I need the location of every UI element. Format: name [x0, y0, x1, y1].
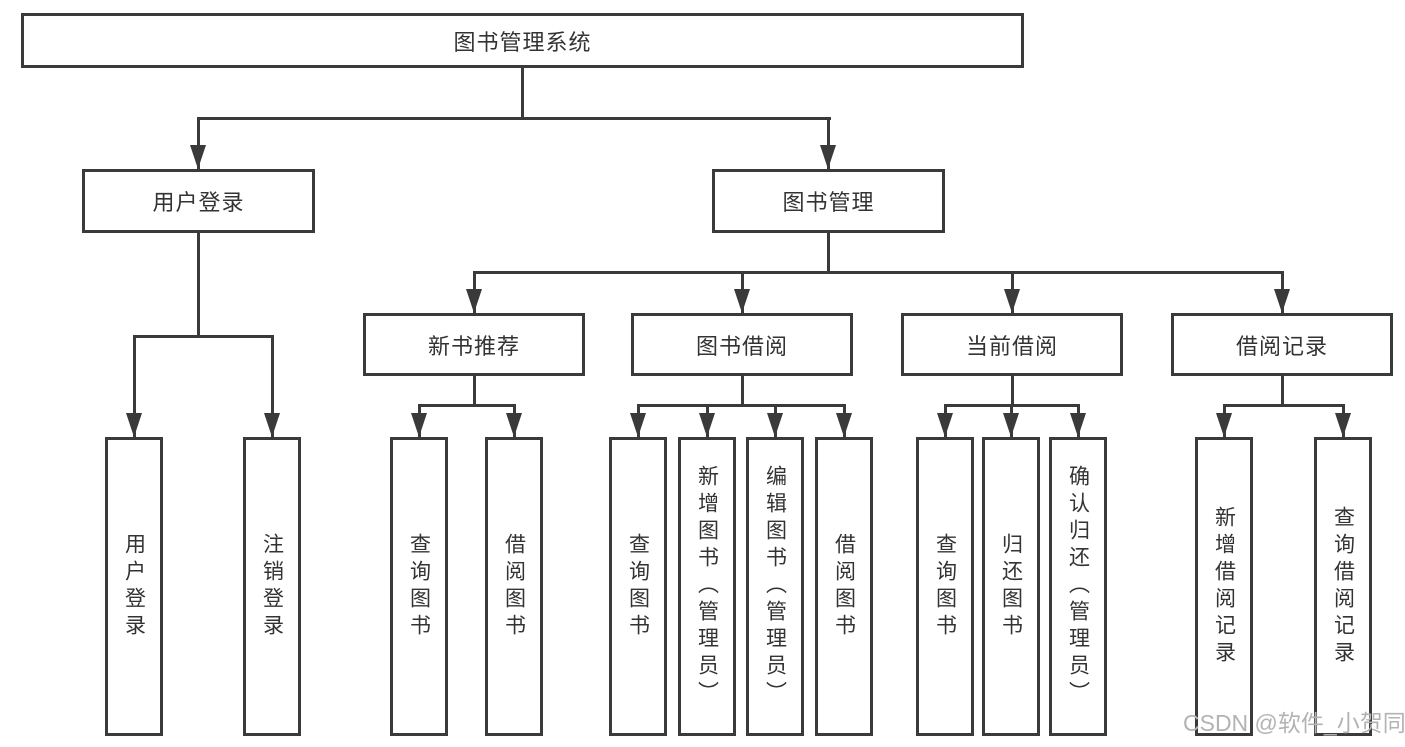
arrow-down-icon [1003, 413, 1019, 437]
leaf-confirm-return-admin-label: 确认归还（管理员） [1066, 465, 1090, 708]
node-user-login-label: 用户登录 [152, 190, 245, 215]
connector-line [473, 271, 1283, 274]
arrow-down-icon [820, 145, 836, 169]
leaf-confirm-return-admin: 确认归还（管理员） [1049, 437, 1107, 736]
leaf-user-login: 用户登录 [105, 437, 163, 736]
leaf-add-book-admin-label: 新增图书（管理员） [695, 465, 719, 708]
leaf-query-books-current: 查询图书 [916, 437, 974, 736]
connector-line [271, 335, 274, 437]
arrow-down-icon [126, 413, 142, 437]
arrow-down-icon [190, 145, 206, 169]
arrow-down-icon [1335, 413, 1351, 437]
arrow-down-icon [506, 413, 522, 437]
node-book-management-label: 图书管理 [782, 190, 875, 215]
connector-line [827, 117, 830, 169]
arrow-down-icon [630, 413, 646, 437]
connector-line [418, 404, 515, 407]
leaf-add-borrow-record: 新增借阅记录 [1195, 437, 1253, 736]
connector-line [521, 68, 524, 118]
leaf-add-book-admin: 新增图书（管理员） [678, 437, 736, 736]
leaf-query-borrow-record: 查询借阅记录 [1314, 437, 1372, 736]
leaf-add-borrow-record-label: 新增借阅记录 [1212, 505, 1236, 668]
arrow-down-icon [1070, 413, 1086, 437]
connector-line [827, 233, 830, 273]
connector-line [473, 376, 476, 406]
leaf-query-books-recommend-label: 查询图书 [407, 532, 431, 641]
leaf-edit-book-admin: 编辑图书（管理员） [746, 437, 804, 736]
connector-line [637, 404, 845, 407]
leaf-borrow-books-recommend-label: 借阅图书 [502, 532, 526, 641]
connector-line [1223, 404, 1344, 407]
leaf-logout-label: 注销登录 [260, 532, 284, 641]
node-borrow-records: 借阅记录 [1171, 313, 1393, 376]
arrow-down-icon [264, 413, 280, 437]
leaf-user-login-label: 用户登录 [122, 532, 146, 641]
arrow-down-icon [699, 413, 715, 437]
leaf-edit-book-admin-label: 编辑图书（管理员） [763, 465, 787, 708]
watermark: CSDN @软件_小贺同学 [1183, 710, 1405, 736]
connector-line [1281, 376, 1284, 406]
arrow-down-icon [1004, 289, 1020, 313]
connector-line [133, 335, 273, 338]
node-root: 图书管理系统 [21, 13, 1024, 68]
arrow-down-icon [836, 413, 852, 437]
leaf-query-books-recommend: 查询图书 [390, 437, 448, 736]
leaf-logout: 注销登录 [243, 437, 301, 736]
arrow-down-icon [466, 289, 482, 313]
node-new-book-recommend-label: 新书推荐 [427, 333, 520, 359]
leaf-borrow-books-label: 借阅图书 [832, 532, 856, 641]
node-borrow-records-label: 借阅记录 [1235, 333, 1328, 359]
node-book-management: 图书管理 [712, 169, 945, 233]
connector-line [1011, 376, 1014, 406]
node-book-borrow: 图书借阅 [631, 313, 853, 376]
arrow-down-icon [937, 413, 953, 437]
connector-line [133, 335, 136, 437]
node-current-borrow: 当前借阅 [901, 313, 1123, 376]
node-new-book-recommend: 新书推荐 [363, 313, 585, 376]
arrow-down-icon [767, 413, 783, 437]
node-user-login: 用户登录 [82, 169, 315, 233]
leaf-query-books-borrow: 查询图书 [609, 437, 667, 736]
leaf-query-books-borrow-label: 查询图书 [626, 532, 650, 641]
leaf-query-books-current-label: 查询图书 [933, 532, 957, 641]
connector-line [741, 376, 744, 406]
arrow-down-icon [411, 413, 427, 437]
node-current-borrow-label: 当前借阅 [965, 333, 1058, 359]
node-book-borrow-label: 图书借阅 [695, 333, 788, 359]
leaf-return-book: 归还图书 [982, 437, 1040, 736]
connector-line [197, 117, 831, 120]
leaf-return-book-label: 归还图书 [999, 532, 1023, 641]
leaf-borrow-books: 借阅图书 [815, 437, 873, 736]
arrow-down-icon [1216, 413, 1232, 437]
leaf-borrow-books-recommend: 借阅图书 [485, 437, 543, 736]
arrow-down-icon [1274, 289, 1290, 313]
arrow-down-icon [734, 289, 750, 313]
connector-line [197, 117, 200, 169]
node-root-label: 图书管理系统 [453, 29, 592, 55]
leaf-query-borrow-record-label: 查询借阅记录 [1331, 505, 1355, 668]
connector-line [197, 233, 200, 337]
